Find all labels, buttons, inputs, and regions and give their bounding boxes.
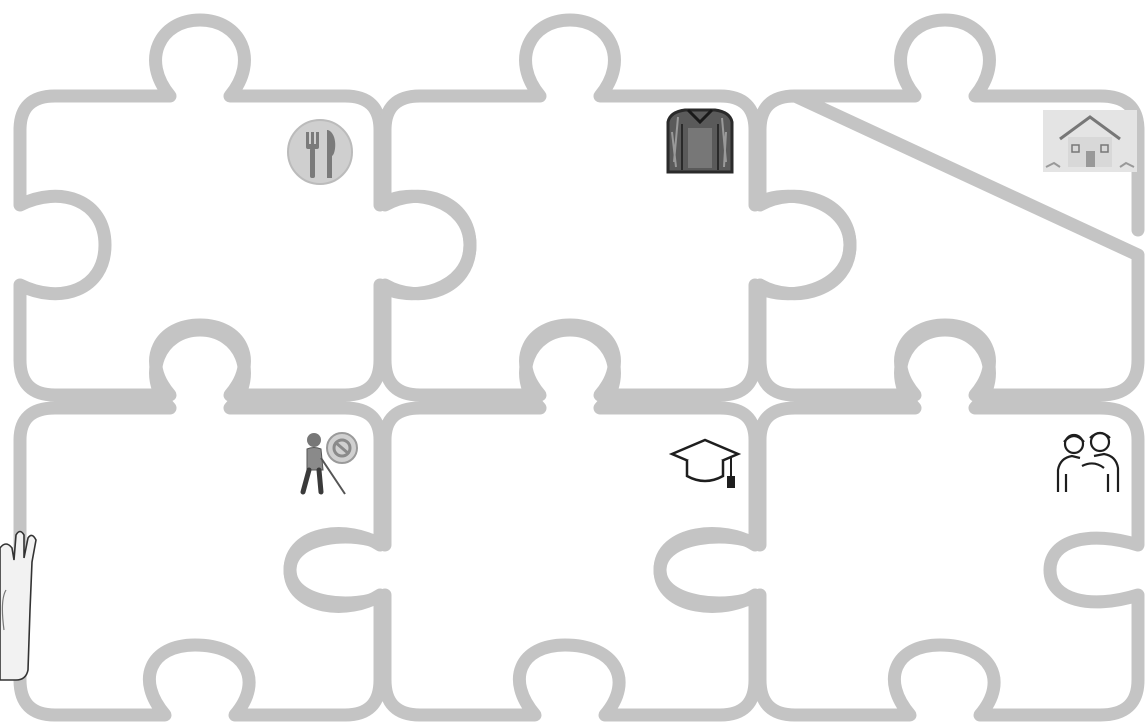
blind-person-icon	[303, 433, 357, 494]
fork-knife-icon	[288, 120, 352, 184]
graduation-cap-icon	[672, 440, 738, 488]
house-icon	[1043, 110, 1137, 172]
raised-hand-icon	[0, 532, 36, 681]
puzzle-outlines	[20, 20, 1138, 715]
puzzle-piece-4	[20, 330, 380, 715]
people-support-icon	[1058, 433, 1118, 492]
shirt-icon	[668, 110, 732, 172]
puzzle-piece-1	[20, 20, 470, 395]
puzzle-piece-2	[385, 20, 850, 395]
